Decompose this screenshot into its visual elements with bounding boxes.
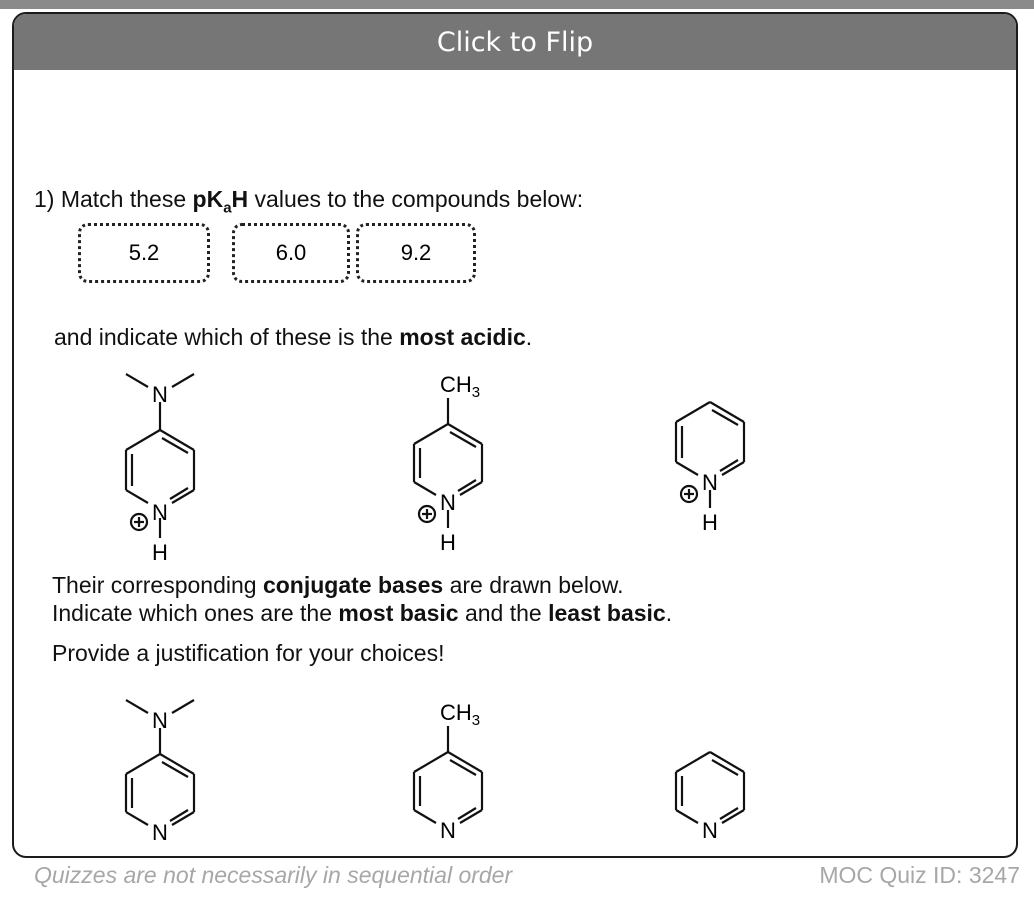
protonated-pyridine-structure: N H bbox=[674, 401, 746, 535]
conjugate-bases-line: Their corresponding conjugate bases are … bbox=[52, 572, 624, 598]
pkah-value-box-1[interactable]: 5.2 bbox=[78, 223, 210, 283]
protonated-picoline-structure: CH3 N H bbox=[412, 372, 484, 555]
protonated-dmap-structure: N N H bbox=[124, 373, 196, 565]
n-label: N bbox=[440, 818, 456, 843]
question-prefix: 1) Match these bbox=[34, 186, 193, 212]
ch3-label: CH3 bbox=[440, 700, 480, 729]
h-label: H bbox=[152, 540, 168, 565]
pyridine-structure: N bbox=[674, 751, 746, 843]
question-suffix: values to the compounds below: bbox=[248, 186, 584, 212]
pkah-value-box-3[interactable]: 9.2 bbox=[356, 223, 476, 283]
flip-label: Click to Flip bbox=[436, 26, 594, 58]
quiz-id: MOC Quiz ID: 3247 bbox=[819, 862, 1020, 888]
pkah-value-box-2[interactable]: 6.0 bbox=[232, 223, 350, 283]
picoline-structure: CH3 N bbox=[412, 700, 484, 843]
n-label: N bbox=[152, 708, 168, 733]
n-label: N bbox=[440, 490, 456, 515]
n-label: N bbox=[152, 500, 168, 525]
n-label: N bbox=[152, 820, 168, 845]
basicity-line: Indicate which ones are the most basic a… bbox=[52, 600, 673, 626]
question-line-1: 1) Match these pKaH values to the compou… bbox=[34, 186, 583, 217]
flashcard[interactable]: Click to Flip bbox=[12, 12, 1018, 858]
h-label: H bbox=[440, 530, 456, 555]
n-label: N bbox=[152, 382, 168, 407]
n-label: N bbox=[702, 470, 718, 495]
pkah-term: pKaH bbox=[192, 186, 249, 217]
h-label: H bbox=[702, 510, 718, 535]
n-label: N bbox=[702, 818, 718, 843]
ch3-label: CH3 bbox=[440, 372, 480, 401]
dmap-structure: N N bbox=[124, 699, 196, 845]
justification-line: Provide a justification for your choices… bbox=[52, 640, 445, 666]
sequence-note: Quizzes are not necessarily in sequentia… bbox=[34, 862, 513, 888]
click-to-flip-button[interactable]: Click to Flip bbox=[14, 14, 1016, 70]
top-strip bbox=[0, 0, 1034, 9]
question-line-2: and indicate which of these is the most … bbox=[54, 324, 533, 350]
